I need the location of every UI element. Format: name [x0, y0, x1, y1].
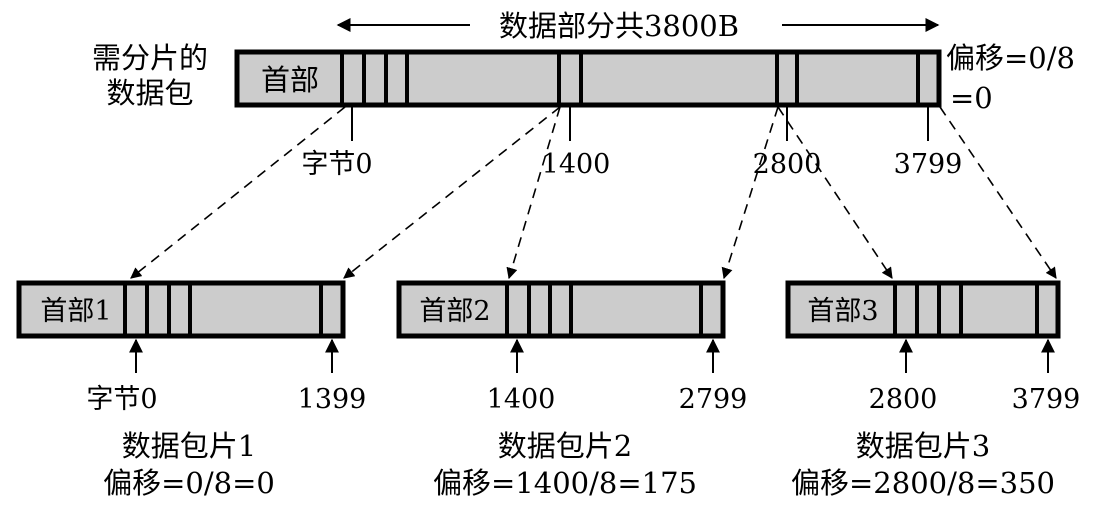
- mapping-arrow: [777, 106, 893, 279]
- mapping-arrow: [343, 106, 561, 279]
- fragment-1-start-label: 字节0: [86, 384, 157, 415]
- fragment-1-name: 数据包片1: [122, 429, 256, 463]
- fragment-3-name: 数据包片3: [856, 429, 990, 463]
- mapping-arrow: [130, 106, 346, 279]
- fragment-3-start-label: 2800: [869, 384, 938, 415]
- mapping-arrow: [721, 106, 779, 280]
- fragment-3-offset: 偏移=2800/8=350: [791, 466, 1055, 500]
- fragment-1-header-label: 首部1: [40, 296, 111, 327]
- original-packet: 首部: [234, 49, 942, 108]
- mapping-arrow: [506, 106, 561, 280]
- fragment-1-offset: 偏移=0/8=0: [103, 466, 275, 500]
- original-byte-label-1400: 1400: [542, 149, 611, 180]
- fragment-3-header-label: 首部3: [807, 296, 878, 327]
- fragment-2-box: [396, 280, 726, 339]
- original-header-label: 首部: [261, 63, 319, 97]
- fragment-2-end-label: 2799: [679, 384, 748, 415]
- fragment-1-box: [16, 280, 346, 339]
- fragment-3-box: [785, 280, 1061, 339]
- fragment-3: 首部3: [785, 280, 1061, 339]
- fragment-1: 首部1: [16, 280, 346, 339]
- fragment-2-offset: 偏移=1400/8=175: [433, 466, 697, 500]
- original-packet-label-line2: 数据包: [106, 76, 193, 110]
- fragment-2-start-label: 1400: [487, 384, 556, 415]
- fragment-1-end-label: 1399: [298, 384, 367, 415]
- fragment-2: 首部2: [396, 280, 726, 339]
- original-packet-label-line1: 需分片的: [92, 41, 208, 75]
- fragment-3-end-label: 3799: [1012, 384, 1081, 415]
- original-byte-label-start: 字节0: [301, 149, 372, 180]
- original-offset-line1: 偏移=0/8: [946, 41, 1075, 75]
- original-byte-label-2800: 2800: [753, 149, 822, 180]
- original-offset-line2: =0: [950, 81, 993, 115]
- total-length-label: 数据部分共3800B: [499, 9, 739, 43]
- mapping-arrow: [939, 106, 1057, 279]
- fragment-2-header-label: 首部2: [419, 296, 490, 327]
- fragment-2-name: 数据包片2: [498, 429, 632, 463]
- original-byte-label-3799: 3799: [894, 149, 963, 180]
- original-packet-box: [234, 49, 942, 108]
